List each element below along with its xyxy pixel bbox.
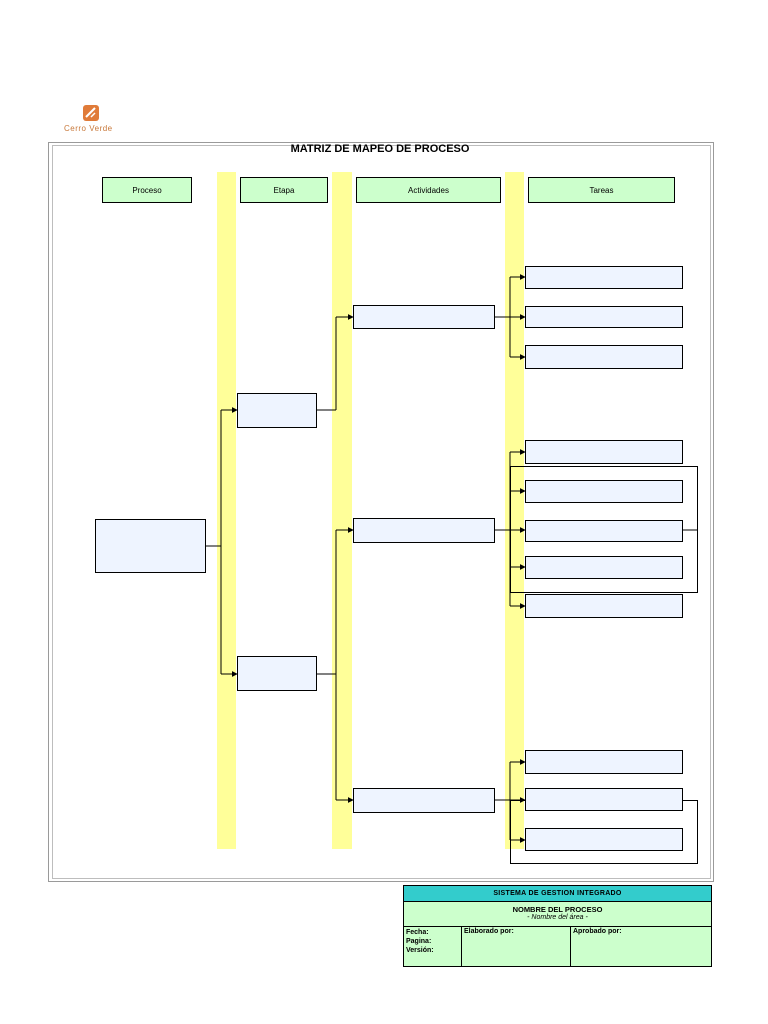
tarea-box-3 (525, 345, 683, 369)
tarea-box-6 (525, 520, 683, 542)
footer-process-name: NOMBRE DEL PROCESO (512, 905, 603, 914)
actividad-box-3 (353, 788, 495, 813)
footer-fecha: Fecha: (406, 929, 429, 936)
proceso-box (95, 519, 206, 573)
actividad-box-2 (353, 518, 495, 543)
logo-text: Cerro Verde (64, 124, 113, 133)
diagram-frame (48, 142, 714, 882)
header-proceso: Proceso (102, 177, 192, 203)
company-logo: Cerro Verde (62, 104, 122, 138)
diagram-title: MATRIZ DE MAPEO DE PROCESO (290, 143, 470, 155)
tarea-box-11 (525, 828, 683, 851)
footer-details: Fecha: Pagina: Versión: Elaborado por: A… (404, 927, 711, 966)
footer-block: SISTEMA DE GESTION INTEGRADO NOMBRE DEL … (403, 885, 712, 967)
footer-system: SISTEMA DE GESTION INTEGRADO (404, 886, 711, 902)
footer-area: - Nombre del área - (527, 914, 588, 921)
footer-process: NOMBRE DEL PROCESO - Nombre del área - (404, 902, 711, 927)
header-actividades: Actividades (356, 177, 501, 203)
tarea-box-2 (525, 306, 683, 328)
tarea-box-10 (525, 788, 683, 811)
etapa-box-2 (237, 656, 317, 691)
tarea-box-4 (525, 440, 683, 464)
tarea-box-7 (525, 556, 683, 579)
band-2 (332, 172, 352, 849)
etapa-box-1 (237, 393, 317, 428)
header-etapa: Etapa (240, 177, 328, 203)
footer-elaborado: Elaborado por: (462, 927, 571, 966)
actividad-box-1 (353, 305, 495, 329)
footer-aprobado: Aprobado por: (573, 928, 622, 935)
tareas-group-outline-2 (510, 466, 698, 593)
header-tareas: Tareas (528, 177, 675, 203)
tarea-box-5 (525, 480, 683, 503)
diagram-frame-inner (52, 145, 711, 879)
tarea-box-9 (525, 750, 683, 774)
footer-version: Versión: (406, 947, 434, 954)
tarea-box-1 (525, 266, 683, 289)
tarea-box-8 (525, 594, 683, 618)
logo-icon (83, 105, 99, 121)
band-1 (217, 172, 236, 849)
footer-meta: Fecha: Pagina: Versión: (404, 927, 462, 966)
footer-pagina: Pagina: (406, 938, 432, 945)
